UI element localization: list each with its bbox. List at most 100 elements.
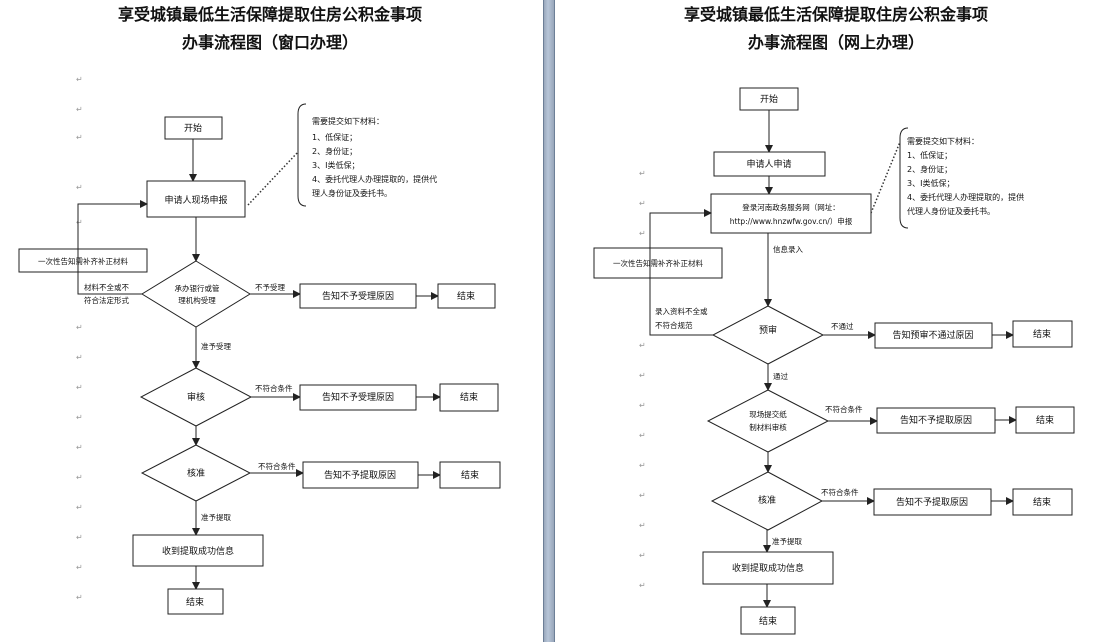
svg-text:收到提取成功信息: 收到提取成功信息	[162, 545, 234, 557]
svg-text:↵: ↵	[639, 199, 646, 208]
end-node	[740, 606, 796, 635]
svg-text:↵: ↵	[76, 473, 83, 482]
page-gutter	[543, 0, 555, 642]
svg-text:信息录入: 信息录入	[773, 244, 803, 254]
svg-text:↵: ↵	[639, 491, 646, 500]
reject-review-node	[299, 384, 417, 411]
materials-note: 需要提交如下材料： 1、低保证； 2、身份证； 3、Ⅰ类低保； 4、委托代理人办…	[312, 116, 437, 198]
end-reject2-node	[1015, 406, 1075, 434]
svg-text:需要提交如下材料：: 需要提交如下材料：	[312, 116, 384, 126]
svg-text:不予受理: 不予受理	[255, 282, 285, 292]
svg-text:↵: ↵	[639, 581, 646, 590]
page-title-line1: 享受城镇最低生活保障提取住房公积金事项	[684, 5, 988, 24]
svg-text:↵: ↵	[76, 353, 83, 362]
svg-text:审核: 审核	[187, 391, 205, 403]
svg-text:收到提取成功信息: 收到提取成功信息	[732, 562, 804, 574]
svg-text:不符合条件: 不符合条件	[825, 404, 863, 414]
svg-text:↵: ↵	[639, 371, 646, 380]
svg-text:结束: 结束	[1036, 414, 1054, 426]
svg-text:3、Ⅰ类低保；: 3、Ⅰ类低保；	[907, 178, 954, 188]
svg-text:现场提交纸: 现场提交纸	[749, 409, 787, 419]
svg-text:结束: 结束	[461, 469, 479, 481]
svg-text:承办银行或管: 承办银行或管	[175, 283, 220, 293]
svg-text:告知预审不通过原因: 告知预审不通过原因	[892, 329, 973, 341]
svg-text:结束: 结束	[460, 391, 478, 403]
svg-text:结束: 结束	[1033, 328, 1051, 340]
svg-text:不符合条件: 不符合条件	[255, 383, 293, 393]
success-node	[132, 534, 264, 567]
reject-onsite-node	[876, 407, 996, 434]
svg-text:1、低保证；: 1、低保证；	[312, 132, 357, 142]
svg-text:符合法定形式: 符合法定形式	[84, 295, 129, 305]
svg-text:↵: ↵	[76, 533, 83, 542]
svg-text:准予提取: 准予提取	[772, 536, 802, 546]
login-node	[710, 193, 872, 234]
svg-text:告知不予受理原因: 告知不予受理原因	[322, 290, 394, 302]
svg-text:预审: 预审	[759, 324, 777, 336]
page-title-line1: 享受城镇最低生活保障提取住房公积金事项	[118, 5, 422, 24]
svg-text:3、Ⅰ类低保；: 3、Ⅰ类低保；	[312, 160, 359, 170]
notify-fix-node	[18, 248, 148, 273]
end-reject3-node	[439, 461, 501, 489]
end-node	[167, 588, 224, 615]
svg-text:↵: ↵	[76, 503, 83, 512]
svg-text:↵: ↵	[76, 563, 83, 572]
svg-text:↵: ↵	[639, 169, 646, 178]
svg-text:结束: 结束	[457, 290, 475, 302]
svg-text:http://www.hnzwfw.gov.cn/）申报: http://www.hnzwfw.gov.cn/）申报	[730, 216, 853, 226]
svg-text:↵: ↵	[76, 443, 83, 452]
svg-text:4、委托代理人办理提取的，提供: 4、委托代理人办理提取的，提供	[907, 192, 1024, 202]
svg-text:核准: 核准	[187, 467, 205, 479]
svg-text:↵: ↵	[76, 133, 83, 142]
svg-text:告知不予提取原因: 告知不予提取原因	[900, 414, 972, 426]
svg-text:↵: ↵	[639, 431, 646, 440]
apply-node	[713, 151, 826, 177]
svg-text:材料不全或不: 材料不全或不	[84, 282, 129, 292]
svg-text:告知不予提取原因: 告知不予提取原因	[896, 496, 968, 508]
svg-text:需要提交如下材料：: 需要提交如下材料：	[907, 136, 979, 146]
svg-text:结束: 结束	[759, 615, 777, 627]
svg-text:↵: ↵	[76, 218, 83, 227]
start-label: 开始	[184, 122, 202, 134]
svg-text:核准: 核准	[758, 494, 776, 506]
svg-text:不通过: 不通过	[831, 321, 854, 331]
end-reject1-node	[437, 283, 496, 309]
page-title-line2: 办事流程图（窗口办理）	[182, 33, 358, 52]
decision-accept	[141, 260, 251, 328]
decision-approve	[710, 471, 824, 531]
document-page-online: ↵ ↵ ↵ ↵ ↵ ↵ ↵ ↵ ↵ ↵ ↵ ↵ 享受城镇最低生活保障提取住房公积…	[555, 0, 1097, 642]
svg-text:登录河南政务服务网（网址：: 登录河南政务服务网（网址：	[742, 202, 840, 212]
notify-fix-node	[593, 247, 723, 279]
document-page-window: ↵ ↵ ↵ ↵ ↵ ↵ ↵ ↵ ↵ ↵ ↵ ↵ ↵ ↵ ↵ 享受城镇最低生活保障…	[0, 0, 543, 642]
flowchart-window: ↵ ↵ ↵ ↵ ↵ ↵ ↵ ↵ ↵ ↵ ↵ ↵ ↵ ↵ ↵ 享受城镇最低生活保障…	[18, 5, 501, 615]
success-node	[702, 551, 834, 585]
svg-text:↵: ↵	[76, 383, 83, 392]
end-reject1-node	[1012, 320, 1073, 348]
svg-text:↵: ↵	[76, 105, 83, 114]
svg-text:一次性告知需补齐补正材料: 一次性告知需补齐补正材料	[38, 256, 128, 266]
svg-text:4、委托代理人办理提取的，提供代: 4、委托代理人办理提取的，提供代	[312, 174, 437, 184]
svg-text:2、身份证；: 2、身份证；	[312, 146, 357, 156]
svg-text:不符合规范: 不符合规范	[655, 320, 693, 330]
materials-note: 需要提交如下材料： 1、低保证； 2、身份证； 3、Ⅰ类低保； 4、委托代理人办…	[907, 136, 1024, 216]
svg-text:一次性告知需补齐补正材料: 一次性告知需补齐补正材料	[613, 258, 703, 268]
apply-node	[146, 180, 246, 218]
reject-approve-node	[302, 461, 419, 489]
svg-text:结束: 结束	[186, 596, 204, 608]
svg-text:结束: 结束	[1033, 496, 1051, 508]
svg-text:↵: ↵	[76, 593, 83, 602]
svg-text:准予提取: 准予提取	[201, 512, 231, 522]
svg-text:↵: ↵	[639, 551, 646, 560]
svg-text:↵: ↵	[76, 413, 83, 422]
svg-text:不符合条件: 不符合条件	[258, 461, 296, 471]
svg-text:制材料审核: 制材料审核	[749, 422, 787, 432]
svg-text:2、身份证；: 2、身份证；	[907, 164, 952, 174]
svg-text:↵: ↵	[639, 461, 646, 470]
end-reject2-node	[439, 383, 499, 412]
svg-text:↵: ↵	[639, 401, 646, 410]
svg-text:开始: 开始	[760, 93, 778, 105]
svg-text:代理人身份证及委托书。: 代理人身份证及委托书。	[907, 206, 995, 216]
page-title-line2: 办事流程图（网上办理）	[748, 33, 924, 52]
materials-brace	[899, 127, 909, 229]
svg-text:↵: ↵	[76, 323, 83, 332]
